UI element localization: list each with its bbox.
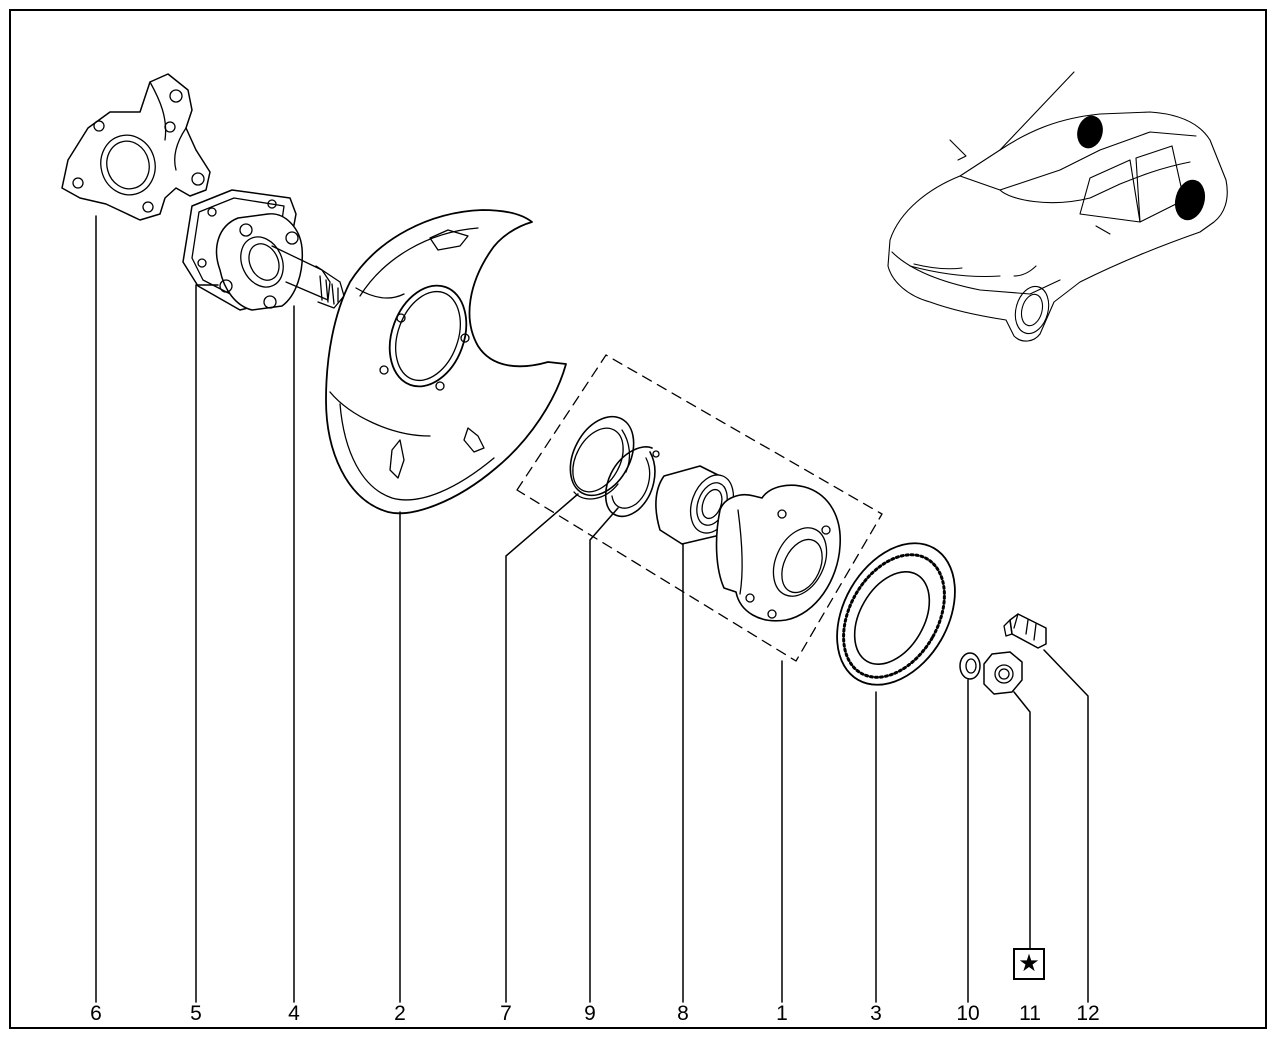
callout-label-7: 7: [500, 1002, 512, 1025]
callout-label-3: 3: [870, 1002, 882, 1025]
callout-label-10: 10: [956, 1002, 980, 1025]
leader-11: [1013, 691, 1031, 949]
callout-label-2: 2: [394, 1002, 406, 1025]
leader-9: [589, 507, 619, 1003]
callout-label-12: 12: [1076, 1002, 1100, 1025]
callout-label-8: 8: [677, 1002, 689, 1025]
part-6-flange-drawing: [61, 73, 211, 221]
part-7-seal-drawing: [569, 415, 635, 500]
leader-5: [195, 284, 219, 1003]
callout-label-11: 11: [1019, 1002, 1041, 1025]
car-inset-drawing: [887, 71, 1228, 342]
part-1-hub-drawing: [715, 484, 841, 622]
part-10-washer-drawing: [959, 652, 981, 680]
leader-12: [1043, 649, 1089, 1003]
part-11-nut-drawing: [983, 651, 1023, 695]
part-2-shield-drawing: [325, 209, 567, 515]
callout-label-5: 5: [190, 1002, 202, 1025]
kit-group-outline: [516, 354, 883, 662]
callout-label-9: 9: [584, 1002, 596, 1025]
callout-label-4: 4: [288, 1002, 300, 1025]
leader-7: [505, 493, 579, 1003]
part-4-axle-drawing: [215, 213, 345, 311]
part-12-bolt-drawing: [1003, 613, 1047, 649]
star-icon: ★: [1018, 950, 1040, 977]
star-marker-box: ★: [1013, 948, 1045, 980]
callout-label-1: 1: [776, 1002, 788, 1025]
part-3-tone-ring-drawing: [836, 542, 956, 686]
callout-label-6: 6: [90, 1002, 102, 1025]
diagram-frame: [9, 9, 1267, 1029]
leader-lines: [95, 215, 1089, 1003]
part-9-circlip-drawing: [605, 446, 660, 518]
